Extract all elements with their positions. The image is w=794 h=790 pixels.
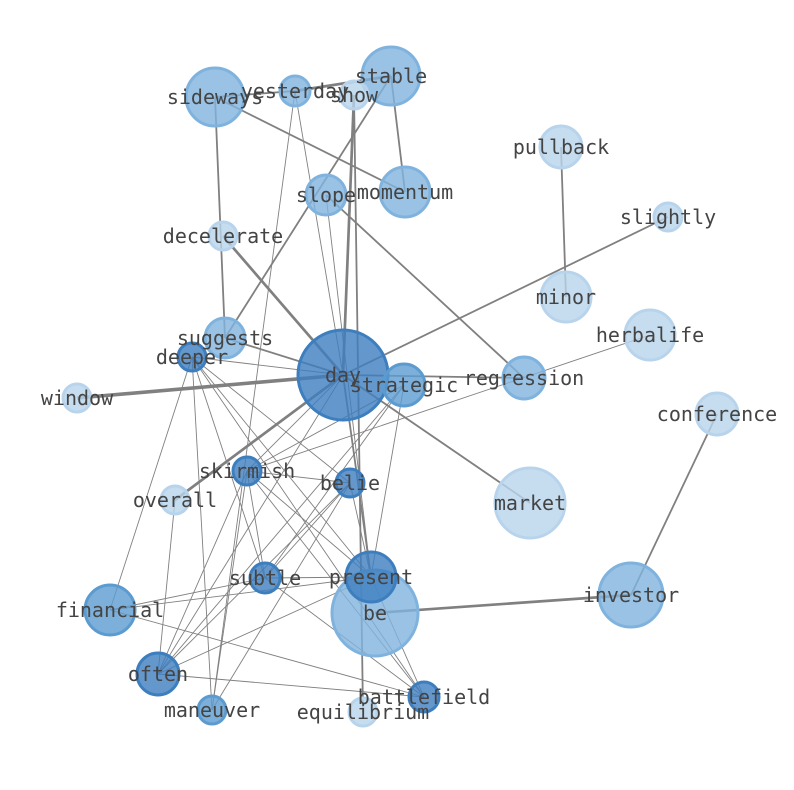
edge-strategic-present xyxy=(370,384,405,578)
node-present[interactable] xyxy=(344,550,398,604)
node-often[interactable] xyxy=(135,651,181,697)
edge-often-battlefield xyxy=(157,673,425,698)
node-label-subtle: subtle xyxy=(229,566,301,590)
edge-herbalife-skirmish xyxy=(246,334,651,472)
node-label-maneuver: maneuver xyxy=(164,698,260,722)
edge-stable-suggests xyxy=(224,75,392,339)
node-label-present: present xyxy=(329,565,413,589)
edge-deeper-belie xyxy=(191,356,351,484)
node-momentum[interactable] xyxy=(378,165,432,219)
node-label-show: show xyxy=(330,83,379,107)
nodes-layer xyxy=(61,45,740,728)
node-label-skirmish: skirmish xyxy=(199,459,295,483)
node-skirmish[interactable] xyxy=(231,455,263,487)
edge-overall-often xyxy=(157,499,176,675)
node-label-minor: minor xyxy=(536,285,596,309)
edge-skirmish-battlefield xyxy=(246,470,425,698)
node-pullback[interactable] xyxy=(538,124,584,170)
node-label-decelerate: decelerate xyxy=(163,224,283,248)
edge-strategic-subtle xyxy=(264,384,405,579)
node-label-deeper: deeper xyxy=(156,345,228,369)
node-battlefield[interactable] xyxy=(407,680,441,714)
edge-deeper-subtle xyxy=(191,356,266,579)
edge-skirmish-belie xyxy=(246,470,351,484)
node-label-sideways: sideways xyxy=(167,85,263,109)
node-yesterday[interactable] xyxy=(278,74,312,108)
edge-sideways-suggests xyxy=(214,96,226,339)
node-strategic[interactable] xyxy=(381,362,427,408)
node-label-often: often xyxy=(128,662,188,686)
node-herbalife[interactable] xyxy=(623,308,677,362)
node-label-equilibrium: equilibrium xyxy=(297,700,429,724)
node-label-pullback: pullback xyxy=(513,135,609,159)
node-label-herbalife: herbalife xyxy=(596,323,704,347)
node-sideways[interactable] xyxy=(184,66,246,128)
edge-deeper-financial xyxy=(109,356,193,611)
edge-day-yesterday xyxy=(294,90,344,376)
node-conference[interactable] xyxy=(694,391,740,437)
edge-financial-battlefield xyxy=(109,609,425,698)
node-show[interactable] xyxy=(338,79,370,111)
labels-layer: day be market investor sideways stable financi… xyxy=(41,64,777,724)
edge-strategic-often xyxy=(157,384,405,675)
node-suggests[interactable] xyxy=(203,316,247,360)
node-label-market: market xyxy=(494,491,566,515)
node-label-slightly: slightly xyxy=(620,205,716,229)
node-maneuver[interactable] xyxy=(196,694,228,726)
node-label-investor: investor xyxy=(583,583,679,607)
edge-day-often xyxy=(157,374,344,675)
edge-belie-subtle xyxy=(264,482,351,579)
node-label-window: window xyxy=(41,386,114,410)
node-label-momentum: momentum xyxy=(357,180,453,204)
node-label-be: be xyxy=(363,601,387,625)
edge-skirmish-subtle xyxy=(246,470,266,579)
node-deeper[interactable] xyxy=(176,341,208,373)
node-label-yesterday: yesterday xyxy=(241,79,349,103)
node-slightly[interactable] xyxy=(652,201,684,233)
node-slope[interactable] xyxy=(304,173,348,217)
node-label-financial: financial xyxy=(56,598,164,622)
node-label-conference: conference xyxy=(657,402,777,426)
edge-belie-maneuver xyxy=(211,482,351,711)
edge-sideways-momentum xyxy=(214,96,406,193)
node-label-strategic: strategic xyxy=(350,373,458,397)
edge-skirmish-often xyxy=(157,470,248,675)
node-label-regression: regression xyxy=(464,366,584,390)
node-decelerate[interactable] xyxy=(207,220,239,252)
node-subtle[interactable] xyxy=(248,561,282,595)
node-financial[interactable] xyxy=(83,583,137,637)
node-equilibrium[interactable] xyxy=(347,696,379,728)
node-label-belie: belie xyxy=(320,471,380,495)
node-stable[interactable] xyxy=(360,45,422,107)
node-investor[interactable] xyxy=(597,561,665,629)
edge-day-show xyxy=(341,94,356,376)
node-label-suggests: suggests xyxy=(177,326,273,350)
node-label-overall: overall xyxy=(133,488,217,512)
node-label-day: day xyxy=(325,363,361,387)
node-market[interactable] xyxy=(493,466,567,540)
edge-slope-regression xyxy=(325,194,525,379)
node-label-slope: slope xyxy=(296,183,356,207)
edge-deeper-present xyxy=(191,356,372,578)
node-regression[interactable] xyxy=(501,355,547,401)
node-window[interactable] xyxy=(61,382,93,414)
node-label-battlefield: battlefield xyxy=(358,685,490,709)
node-overall[interactable] xyxy=(159,484,191,516)
node-label-stable: stable xyxy=(355,64,427,88)
edge-present-financial xyxy=(109,576,372,611)
node-minor[interactable] xyxy=(539,270,593,324)
node-belie[interactable] xyxy=(334,467,366,499)
edge-day-slightly xyxy=(342,216,669,376)
